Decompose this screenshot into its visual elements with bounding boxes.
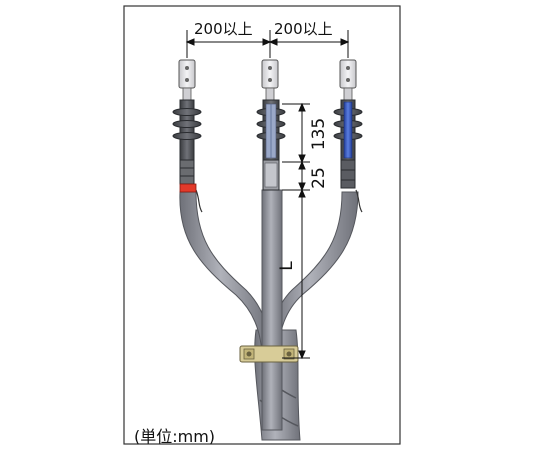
- drain-wire: [195, 189, 203, 213]
- center-termination: [256, 59, 286, 191]
- cable-center-phase: [261, 189, 283, 431]
- lug-terminal-icon: [339, 59, 357, 101]
- left-termination: [172, 59, 202, 193]
- phase-band-blue: [343, 101, 353, 159]
- cable-clamp-icon: [239, 345, 299, 363]
- dim-L: L: [277, 261, 297, 271]
- dim-spacing-right: 200以上: [274, 20, 333, 38]
- dim-spacing-left: 200以上: [194, 20, 253, 38]
- drain-wire: [355, 189, 363, 213]
- right-termination: [333, 59, 363, 189]
- dim-135: 135: [309, 118, 329, 150]
- lug-terminal-icon: [178, 59, 196, 101]
- unit-label: (単位:mm): [134, 427, 216, 446]
- dimension-lines: [185, 30, 350, 360]
- lug-terminal-icon: [261, 59, 279, 101]
- insulator-shed-icon: [172, 108, 202, 140]
- dim-25: 25: [309, 167, 329, 189]
- phase-band-red: [179, 183, 197, 193]
